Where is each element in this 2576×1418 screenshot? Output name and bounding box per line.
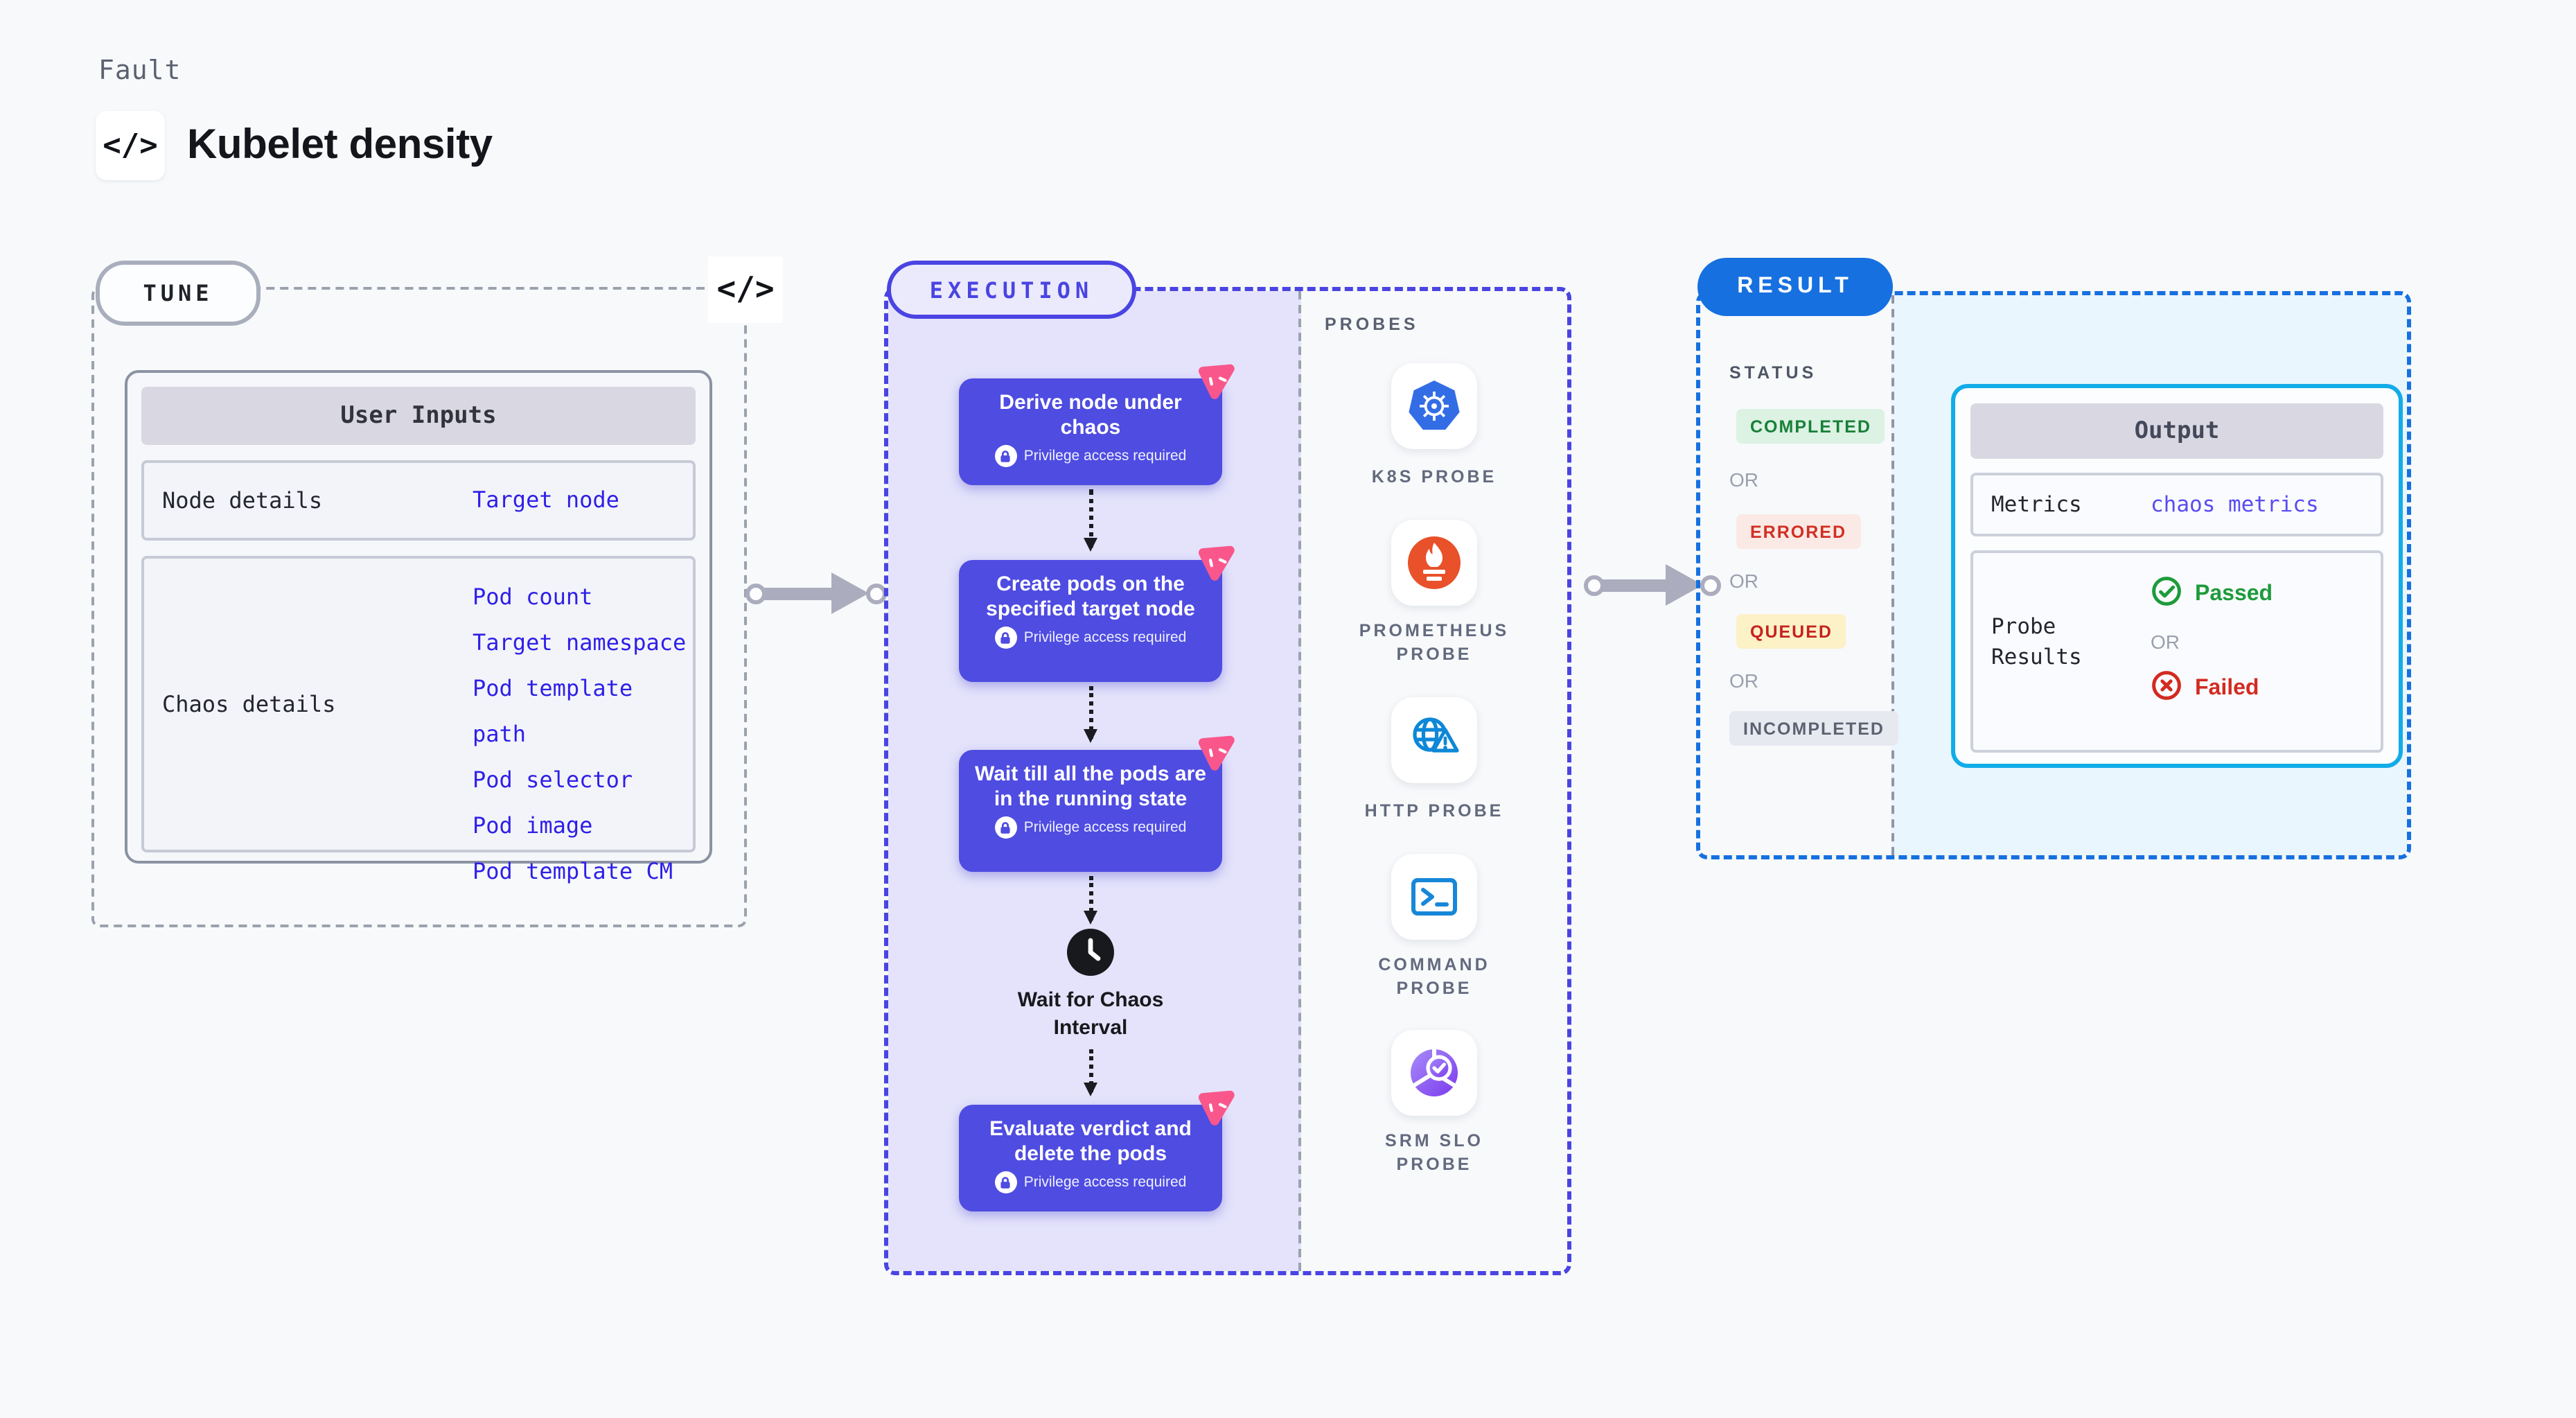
x-circle-icon bbox=[2151, 669, 2182, 708]
code-icon: </> bbox=[708, 256, 783, 323]
execution-badge: EXECUTION bbox=[887, 261, 1136, 319]
flow-connector bbox=[1084, 489, 1097, 552]
status-badge-completed: COMPLETED bbox=[1736, 409, 1885, 444]
doc-link-pod-image[interactable]: Pod image bbox=[473, 812, 593, 839]
step-derive-node: Derive node under chaos Privilege access… bbox=[959, 364, 1235, 485]
globe-alert-icon bbox=[1391, 697, 1477, 783]
kubernetes-icon bbox=[1391, 363, 1477, 449]
metrics-row: Metrics chaos metrics bbox=[1970, 473, 2383, 536]
result-badge: RESULT bbox=[1697, 258, 1893, 316]
probe-label: K8S PROBE bbox=[1371, 467, 1497, 487]
clock-icon bbox=[1066, 927, 1115, 977]
slo-gauge-icon bbox=[1391, 1030, 1477, 1116]
flow-connector bbox=[1084, 686, 1097, 743]
wait-for-chaos-interval-label: Wait for Chaos Interval bbox=[1017, 988, 1164, 1040]
probe-label: COMMAND PROBE bbox=[1378, 955, 1490, 998]
doc-link-pod-template-path[interactable]: Pod template path bbox=[473, 675, 633, 747]
table-row: Chaos details Pod count Target namespace… bbox=[141, 556, 696, 884]
chaos-corner-icon bbox=[1190, 357, 1238, 405]
lock-icon bbox=[994, 445, 1017, 467]
user-inputs-title: User Inputs bbox=[141, 387, 696, 445]
passed-label: Passed bbox=[2195, 582, 2273, 606]
fault-category-label: Fault bbox=[98, 55, 182, 86]
or-label: OR bbox=[1729, 570, 1758, 592]
step-title: Derive node under chaos bbox=[999, 391, 1182, 439]
step-title: Evaluate verdict and delete the pods bbox=[989, 1117, 1192, 1165]
privilege-label: Privilege access required bbox=[1023, 629, 1187, 646]
chaos-corner-icon bbox=[1190, 539, 1238, 587]
flow-connector bbox=[1084, 1049, 1097, 1096]
probe-results-row: Probe Results Passed OR Failed bbox=[1970, 550, 2383, 753]
user-inputs-table: User Inputs Node details Target node Cha… bbox=[125, 370, 712, 884]
output-title: Output bbox=[1970, 403, 2383, 459]
probe-label: PROMETHEUS PROBE bbox=[1359, 621, 1510, 664]
doc-link-pod-template-cm[interactable]: Pod template CM bbox=[473, 858, 673, 884]
flow-connector bbox=[1084, 876, 1097, 925]
tune-section bbox=[91, 287, 747, 927]
flow-arrow-icon bbox=[746, 572, 887, 614]
chaos-corner-icon bbox=[1190, 728, 1238, 777]
probe-label: SRM SLO PROBE bbox=[1385, 1131, 1483, 1174]
step-title: Wait till all the pods are in the runnin… bbox=[975, 762, 1206, 810]
code-icon: </> bbox=[96, 111, 165, 180]
terminal-icon bbox=[1391, 854, 1477, 940]
row-label: Node details bbox=[162, 487, 323, 514]
or-label: OR bbox=[2151, 631, 2180, 653]
step-evaluate-verdict: Evaluate verdict and delete the pods Pri… bbox=[959, 1090, 1235, 1211]
row-label: Chaos details bbox=[162, 691, 336, 717]
table-row: Node details Target node bbox=[141, 460, 696, 541]
page-title: Kubelet density bbox=[187, 122, 493, 168]
step-wait-pods-running: Wait till all the pods are in the runnin… bbox=[959, 735, 1235, 872]
status-badge-errored: ERRORED bbox=[1736, 514, 1861, 549]
chaos-corner-icon bbox=[1190, 1083, 1238, 1132]
status-title: STATUS bbox=[1729, 363, 1817, 383]
probe-label: HTTP PROBE bbox=[1364, 801, 1504, 821]
probe-results-label: Probe Results bbox=[1991, 614, 2082, 669]
or-label: OR bbox=[1729, 669, 1758, 692]
lock-icon bbox=[994, 816, 1017, 839]
prometheus-icon bbox=[1391, 520, 1477, 606]
privilege-label: Privilege access required bbox=[1023, 448, 1187, 464]
privilege-label: Privilege access required bbox=[1023, 819, 1187, 836]
chaos-metrics-link[interactable]: chaos metrics bbox=[2151, 492, 2319, 517]
output-table: Output Metrics chaos metrics Probe Resul… bbox=[1951, 384, 2403, 768]
privilege-label: Privilege access required bbox=[1023, 1174, 1187, 1191]
lock-icon bbox=[994, 1171, 1017, 1193]
lock-icon bbox=[994, 627, 1017, 649]
or-label: OR bbox=[1729, 469, 1758, 491]
status-badge-queued: QUEUED bbox=[1736, 614, 1846, 649]
probes-title: PROBES bbox=[1325, 315, 1419, 334]
doc-link-pod-count[interactable]: Pod count bbox=[473, 584, 593, 610]
doc-link-target-namespace[interactable]: Target namespace bbox=[473, 629, 687, 656]
status-badge-incompleted: INCOMPLETED bbox=[1729, 711, 1898, 746]
step-title: Create pods on the specified target node bbox=[986, 572, 1195, 620]
failed-label: Failed bbox=[2195, 676, 2259, 700]
metrics-label: Metrics bbox=[1991, 492, 2082, 517]
doc-link-pod-selector[interactable]: Pod selector bbox=[473, 767, 633, 793]
doc-link-target-node[interactable]: Target node bbox=[473, 487, 619, 513]
tune-badge: TUNE bbox=[96, 261, 261, 326]
check-circle-icon bbox=[2151, 575, 2182, 614]
step-create-pods: Create pods on the specified target node… bbox=[959, 545, 1235, 682]
